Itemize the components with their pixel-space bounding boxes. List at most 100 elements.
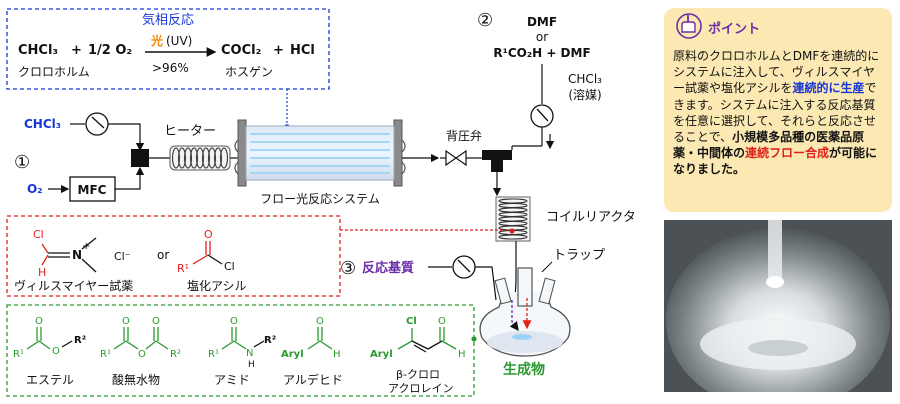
atom-h: H <box>38 266 46 279</box>
plus-sign-2: + <box>273 43 284 58</box>
substrate-label: 反応基質 <box>362 260 414 276</box>
valve-icon <box>445 149 467 167</box>
light-label: 光 <box>150 33 163 48</box>
mass-flow-controller <box>69 176 116 202</box>
atom-n: N <box>72 248 82 262</box>
atom-o: O <box>122 316 130 327</box>
atom-cl: Cl <box>224 260 235 273</box>
heater-coil-turn <box>207 147 217 169</box>
coil-reactor: コイルリアクタ <box>495 196 636 242</box>
dmf-label: DMF <box>527 15 557 29</box>
o2-inlet: O₂ MFC <box>27 166 145 202</box>
atom-o: O <box>204 228 213 241</box>
heater-coil-turn <box>189 147 199 169</box>
trap-label: トラップ <box>553 248 605 263</box>
point-text-highlight-blue: 連続的に生産 <box>792 81 865 96</box>
atom-r2: R² <box>264 335 276 346</box>
plus-sign: + <box>71 43 82 58</box>
point-text-bold: 小規模多品種の医薬品原薬・中間体の <box>673 130 865 161</box>
product-name-anhydride: 酸無水物 <box>112 372 160 387</box>
product-name-ester: エステル <box>26 373 74 387</box>
flow-photoreactor: フロー光反応システム <box>234 119 406 206</box>
atom-o: O <box>230 316 238 327</box>
product-label: 生成物 <box>503 361 545 378</box>
step-1-marker: ① <box>14 152 30 173</box>
pump-icon <box>85 112 109 136</box>
atom-h: H <box>248 360 255 370</box>
aldehyde-structure <box>307 327 333 350</box>
acyl-chloride-name: 塩化アシル <box>187 278 247 293</box>
photoreactor-label: フロー光反応システム <box>260 192 380 206</box>
chloroform-formula: CHCl₃ <box>18 43 58 58</box>
acyl-chloride-structure: O R¹ Cl <box>177 228 235 275</box>
substrate-feed: ③ 反応基質 <box>340 255 497 301</box>
t-mixer <box>482 150 512 197</box>
solvent-label: CHCl₃ <box>568 72 602 86</box>
atom-r1: R¹ <box>100 349 111 360</box>
atom-cl: Cl <box>406 316 417 327</box>
chcl3-inlet: CHCl₃ <box>24 112 145 152</box>
or-label: or <box>536 30 548 44</box>
acid-dmf-label: R¹CO₂H + DMF <box>493 46 590 60</box>
heater-coil-turn <box>219 147 229 169</box>
yield-label: >96% <box>152 61 189 75</box>
amide-structure <box>221 327 265 350</box>
uv-label: (UV) <box>166 34 192 48</box>
mfc-label: MFC <box>78 183 107 197</box>
product-name-amide: アミド <box>214 373 250 387</box>
vilsmeier-reagent-structure: Cl H N + Cl⁻ <box>33 228 131 279</box>
product-name-chloroacrolein-2: アクロレイン <box>388 382 453 395</box>
atom-aryl: Aryl <box>370 349 393 360</box>
anhydride-structure <box>113 327 169 350</box>
atom-r2: R² <box>170 349 181 360</box>
atom-r2: R² <box>74 335 86 346</box>
atom-aryl: Aryl <box>281 349 304 360</box>
atom-o: O <box>138 349 146 360</box>
heater-label: ヒーター <box>164 124 216 139</box>
atom-r1: R¹ <box>177 262 189 275</box>
product-box: O R¹ O R² O O R¹ O R² O R¹ N H R² <box>6 304 475 397</box>
point-text-2: できます。システムに注入する反応基質を任意に選択して、それらと反応させることで、 <box>673 81 877 145</box>
chloroform-name: クロロホルム <box>18 65 90 79</box>
o2-inlet-label: O₂ <box>27 182 42 196</box>
atom-h: H <box>333 349 341 360</box>
pump-icon <box>530 104 554 128</box>
step-2-marker: ② <box>477 10 493 31</box>
phosgene-formula: COCl₂ <box>221 43 261 58</box>
atom-o: O <box>52 346 60 357</box>
heater-coil-turn <box>183 147 193 169</box>
three-neck-flask: トラップ 生成物 <box>471 248 605 378</box>
atom-o: O <box>316 316 324 327</box>
point-box: 原料のクロロホルムとDMFを連続的にシステムに注入して、ヴィルスマイヤー試薬や塩… <box>664 8 892 212</box>
point-text-highlight-red: 連続フロー合成 <box>745 146 830 161</box>
oxygen-coefficient: 1/2 O₂ <box>88 43 132 58</box>
atom-cl: Cl <box>33 228 44 241</box>
coil-reactor-label: コイルリアクタ <box>546 210 636 225</box>
pointing-hand-icon <box>676 13 702 39</box>
mixer-block <box>131 149 149 167</box>
solvent-sublabel: (溶媒) <box>568 87 601 102</box>
point-title: ポイント <box>708 22 761 37</box>
heater-coil-turn <box>201 147 211 169</box>
chloroacrolein-structure <box>397 327 457 353</box>
chloride-ion: Cl⁻ <box>114 250 131 263</box>
point-text-3: が可能になりました。 <box>673 146 878 177</box>
coil-turn <box>498 234 528 240</box>
chcl3-inlet-label: CHCl₃ <box>24 117 61 131</box>
ester-structure <box>26 327 73 350</box>
dmf-feed: ② DMF or R¹CO₂H + DMF CHCl₃ (溶媒) <box>477 10 602 150</box>
step-3-marker: ③ <box>340 258 356 279</box>
atom-h: H <box>458 349 466 360</box>
atom-o: O <box>438 316 446 327</box>
product-name-aldehyde: アルデヒド <box>283 372 343 387</box>
phosgene-name: ホスゲン <box>225 65 273 79</box>
heater: ヒーター <box>164 124 238 171</box>
atom-o: O <box>35 316 43 327</box>
atom-n: N <box>246 348 253 359</box>
atom-r1: R¹ <box>13 349 24 360</box>
vilsmeier-reagent-name: ヴィルスマイヤー試薬 <box>14 278 133 293</box>
pump-icon <box>452 255 476 279</box>
hcl-formula: HCl <box>290 43 315 58</box>
atom-r1: R¹ <box>208 349 219 360</box>
